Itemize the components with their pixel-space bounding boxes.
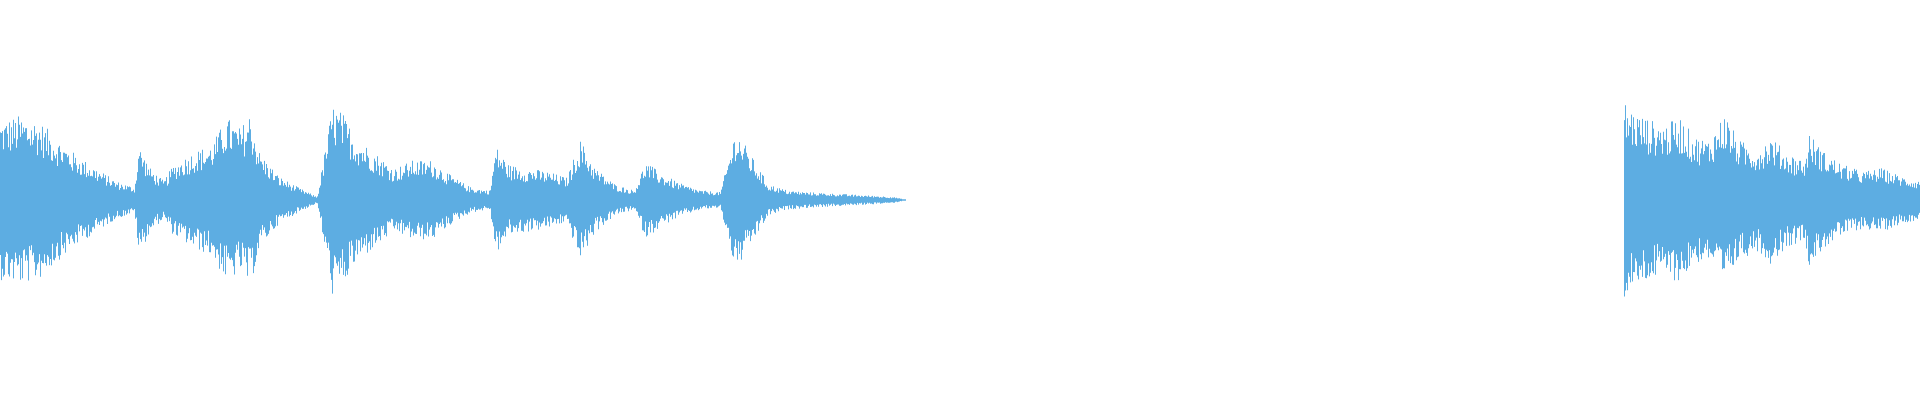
waveform-clips	[0, 105, 1920, 297]
waveform-clip-1[interactable]	[0, 109, 906, 294]
waveform-clip-2[interactable]	[1624, 105, 1920, 297]
